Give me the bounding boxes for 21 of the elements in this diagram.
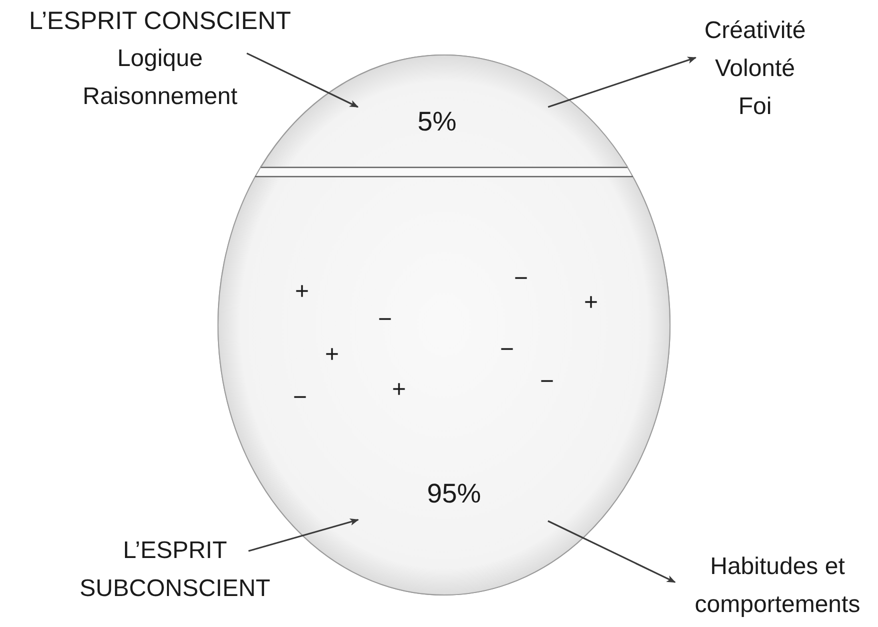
percentage-label: 95% <box>426 478 482 510</box>
sign-label: − <box>540 370 554 394</box>
arrow <box>548 520 676 583</box>
sign-label: − <box>378 308 392 332</box>
sign-label: − <box>500 338 514 362</box>
sign-label: + <box>325 343 339 367</box>
callout-text: L’ESPRIT SUBCONSCIENT <box>78 536 272 604</box>
percentage-label: 5% <box>417 106 456 138</box>
sign-label: + <box>584 291 598 315</box>
sign-label: + <box>392 378 406 402</box>
sign-label: − <box>514 267 528 291</box>
arrow <box>548 56 697 108</box>
callout-text: Logique Raisonnement <box>82 44 238 112</box>
callout-text: Créativité Volonté Foi <box>703 16 807 122</box>
arrow <box>248 518 359 552</box>
sign-label: + <box>295 280 309 304</box>
heading-text: L’ESPRIT CONSCIENT <box>28 6 292 37</box>
sign-label: − <box>293 386 307 410</box>
arrow <box>246 52 359 108</box>
callout-text: Habitudes et comportements <box>694 552 862 620</box>
upper-section <box>260 55 628 167</box>
